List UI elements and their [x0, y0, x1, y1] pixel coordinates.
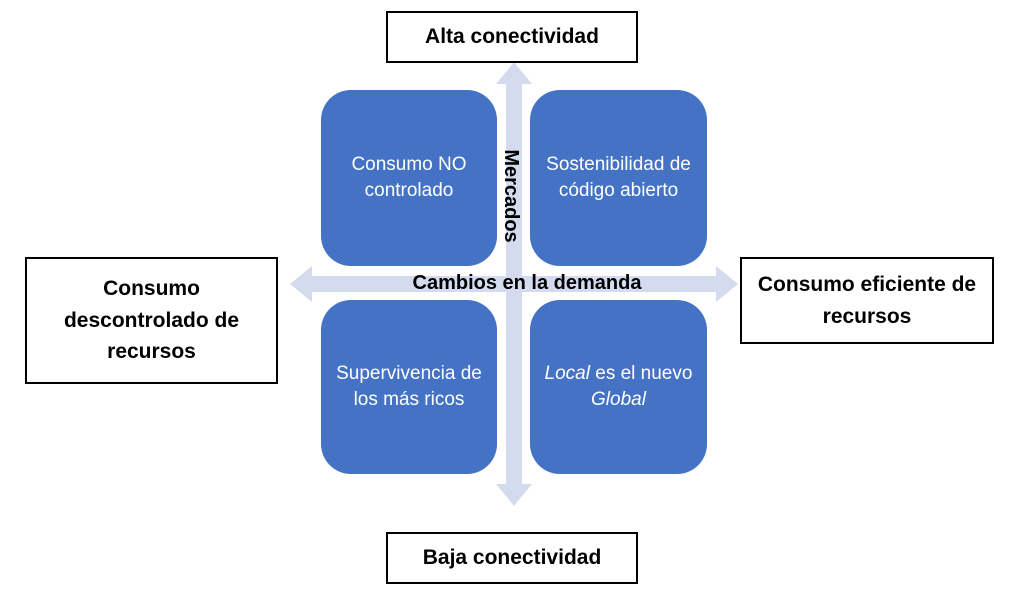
quadrant-bottom-right-label-italic-2: Global — [591, 389, 646, 410]
quadrant-bottom-right-label-middle: es el nuevo — [589, 362, 693, 384]
vertical-axis-shaft — [506, 82, 522, 486]
pole-top-label: Alta conectividad — [425, 25, 599, 49]
horizontal-axis-arrowhead-left — [290, 266, 312, 302]
quadrant-top-left: Consumo NO controlado — [321, 90, 497, 266]
pole-bottom-label: Baja conectividad — [422, 546, 602, 570]
quadrant-bottom-left: Supervivencia de los más ricos — [321, 300, 497, 474]
pole-left-label: Consumo descontrolado de recursos — [63, 277, 240, 364]
horizontal-axis-arrowhead-right — [716, 266, 738, 302]
vertical-axis-label: Mercados — [500, 149, 522, 243]
pole-bottom-box: Baja conectividad — [386, 532, 638, 584]
pole-left-box: Consumo descontrolado de recursos — [25, 257, 278, 384]
quadrant-top-right: Sostenibilidad de código abierto — [530, 90, 707, 266]
horizontal-axis-label: Cambios en la demanda — [412, 272, 642, 294]
vertical-axis-arrowhead-bottom — [496, 484, 532, 506]
pole-top-box: Alta conectividad — [386, 11, 638, 63]
pole-right-box: Consumo eficiente de recursos — [740, 257, 994, 344]
quadrant-bottom-left-label: Supervivencia de los más ricos — [336, 362, 482, 410]
axis-arrow-group — [290, 62, 738, 506]
vertical-axis-arrowhead-top — [496, 62, 532, 84]
quadrant-bottom-right-label-italic-1: Local — [544, 362, 590, 384]
quadrant-top-left-label: Consumo NO controlado — [351, 153, 467, 201]
quadrant-top-right-label: Sostenibilidad de código abierto — [546, 153, 691, 201]
pole-right-label: Consumo eficiente de recursos — [757, 273, 977, 328]
quadrant-bottom-right-label: Local es el nuevo Global — [544, 361, 693, 413]
quadrant-bottom-right: Local es el nuevo Global — [530, 300, 707, 474]
